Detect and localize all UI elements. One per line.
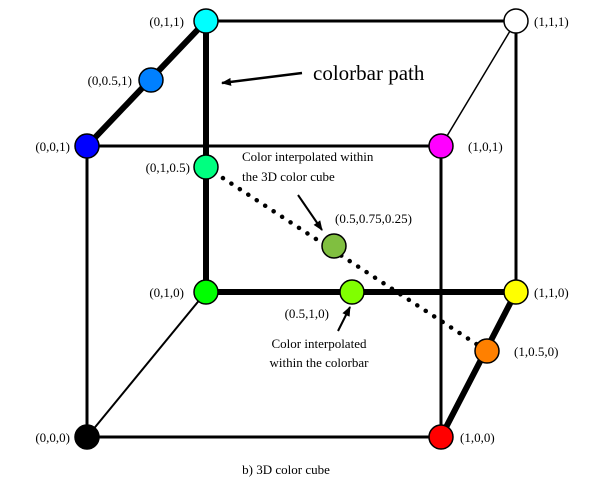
path-110-100 bbox=[438, 289, 519, 440]
label-1-0-1: (1,0,1) bbox=[468, 139, 503, 154]
label-0-0.5-1: (0,0.5,1) bbox=[88, 73, 132, 88]
cube-annotation-line-2: the 3D color cube bbox=[242, 169, 335, 184]
node-0.5-1-0 bbox=[339, 279, 365, 305]
node-0-1-0 bbox=[193, 279, 219, 305]
label-1-1-0: (1,1,0) bbox=[534, 285, 569, 300]
bar-annotation-arrow bbox=[337, 306, 351, 332]
label-0-1-0.5: (0,1,0.5) bbox=[146, 160, 190, 175]
cube-annotation-arrow bbox=[297, 194, 323, 231]
bar-annotation-line-1: Color interpolated bbox=[272, 336, 367, 351]
cube-edges bbox=[85, 19, 518, 439]
label-1-1-1: (1,1,1) bbox=[534, 14, 569, 29]
label-0-1-0: (0,1,0) bbox=[149, 285, 184, 300]
node-0-0-0 bbox=[74, 424, 100, 450]
cube-annotation-line-1: Color interpolated within bbox=[242, 149, 374, 164]
label-1-0-0: (1,0,0) bbox=[460, 430, 495, 445]
node-0.5-0.75-0.25 bbox=[321, 233, 347, 259]
interpolation-dotted-line bbox=[203, 164, 490, 354]
label-1-0.5-0: (1,0.5,0) bbox=[514, 344, 558, 359]
edge-000-010 bbox=[86, 291, 207, 438]
cube-nodes bbox=[74, 8, 529, 450]
node-0-1-1 bbox=[193, 8, 219, 34]
node-1-0-0 bbox=[428, 424, 454, 450]
label-0.5-0.75-0.25: (0.5,0.75,0.25) bbox=[335, 211, 412, 226]
label-0-1-1: (0,1,1) bbox=[149, 14, 184, 29]
node-0-0.5-1 bbox=[138, 67, 164, 93]
label-0-0-1: (0,0,1) bbox=[35, 139, 70, 154]
node-labels: (0,0,0) (1,0,0) (0,1,0) (1,1,0) (0,0,1) … bbox=[35, 14, 568, 445]
colorbar-path-arrow bbox=[221, 71, 303, 86]
figure-caption: b) 3D color cube bbox=[242, 462, 330, 477]
node-1-0.5-0 bbox=[474, 338, 500, 364]
colorbar-path-label: colorbar path bbox=[313, 61, 425, 85]
node-1-1-0 bbox=[503, 279, 529, 305]
label-0-0-0: (0,0,0) bbox=[35, 430, 70, 445]
node-0-1-0.5 bbox=[193, 154, 219, 180]
node-1-1-1 bbox=[503, 8, 529, 34]
edge-101-111 bbox=[440, 20, 517, 147]
node-0-0-1 bbox=[74, 133, 100, 159]
label-0.5-1-0: (0.5,1,0) bbox=[285, 306, 329, 321]
bar-annotation-line-2: within the colorbar bbox=[270, 355, 370, 370]
node-1-0-1 bbox=[428, 133, 454, 159]
